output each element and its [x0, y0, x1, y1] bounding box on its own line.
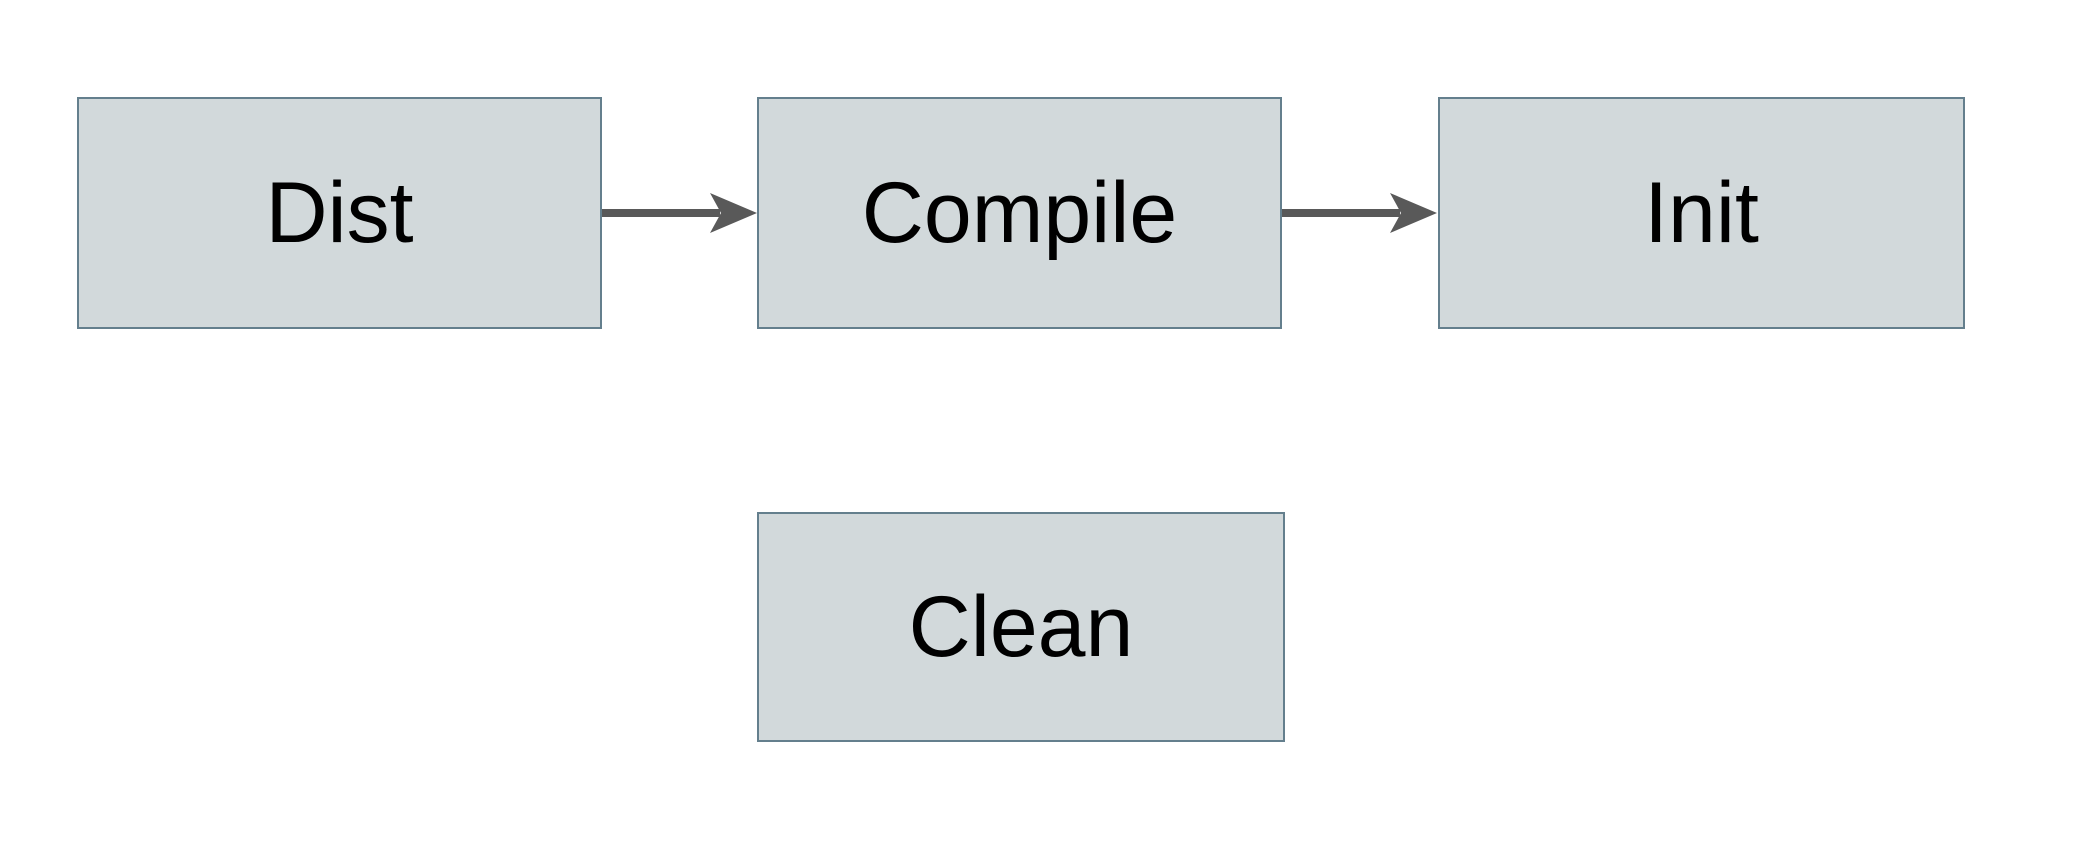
arrow-dist-to-compile: [602, 193, 757, 233]
node-compile: Compile: [757, 97, 1282, 329]
arrow-compile-to-init: [1282, 193, 1437, 233]
node-clean: Clean: [757, 512, 1285, 742]
node-clean-label: Clean: [908, 579, 1134, 675]
node-init-label: Init: [1644, 165, 1759, 261]
arrowhead-icon: [710, 193, 757, 233]
node-init: Init: [1438, 97, 1965, 329]
node-dist-label: Dist: [265, 165, 414, 261]
arrowhead-icon: [1390, 193, 1437, 233]
node-dist: Dist: [77, 97, 602, 329]
node-compile-label: Compile: [861, 165, 1178, 261]
